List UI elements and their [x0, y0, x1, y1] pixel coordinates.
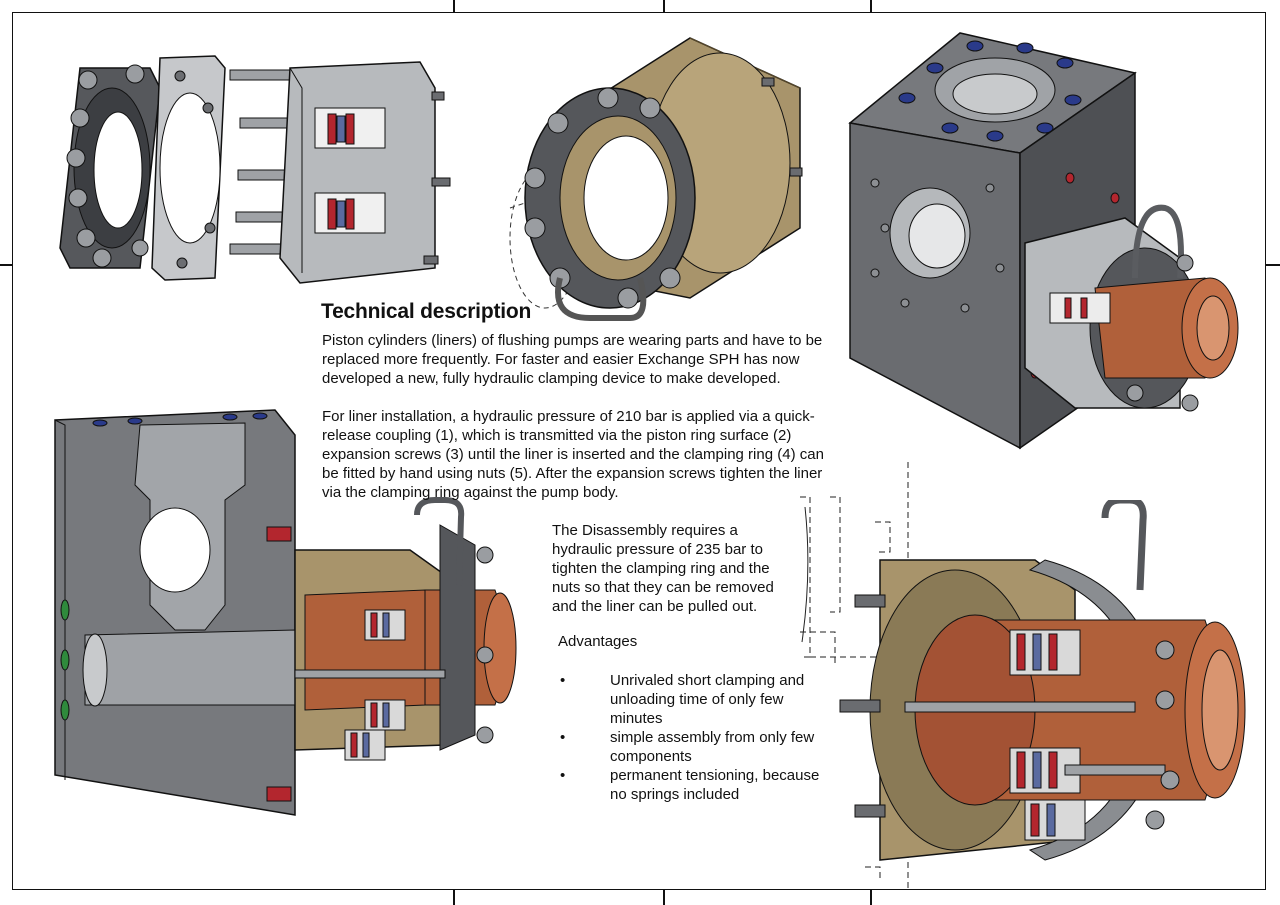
advantage-text: permanent tensioning, because no springs… — [610, 767, 820, 803]
pump-body-top-right-illustration — [848, 32, 1239, 450]
assembled-view-illustration — [509, 37, 803, 321]
frame-tick-bottom-3 — [870, 890, 872, 905]
disassembly-paragraph: The Disassembly requires a hydraulic pre… — [552, 522, 774, 615]
advantage-item: • permanent tensioning, because no sprin… — [560, 766, 840, 804]
frame-tick-bottom-1 — [453, 890, 455, 905]
advantages-list: • Unrivaled short clamping and unloading… — [560, 671, 840, 804]
frame-tick-top-1 — [453, 0, 455, 12]
frame-tick-top-3 — [870, 0, 872, 12]
installation-paragraph: For liner installation, a hydraulic pres… — [322, 408, 824, 501]
exploded-view-illustration — [59, 55, 451, 284]
advantage-item: • Unrivaled short clamping and unloading… — [560, 671, 840, 728]
frame-tick-left — [0, 264, 12, 266]
sectional-view-illustration — [54, 409, 517, 816]
frame-tick-bottom-2 — [663, 890, 665, 905]
advantages-heading: Advantages — [558, 633, 638, 650]
frame-tick-right — [1266, 264, 1280, 266]
page-title: Technical description — [321, 300, 532, 323]
advantage-text: Unrivaled short clamping and unloading t… — [610, 672, 805, 727]
bullet-icon: • — [560, 729, 566, 746]
intro-paragraph: Piston cylinders (liners) of flushing pu… — [322, 332, 823, 387]
device-detail-illustration — [839, 500, 1246, 861]
frame-tick-top-2 — [663, 0, 665, 12]
bullet-icon: • — [560, 767, 566, 784]
advantage-item: • simple assembly from only few componen… — [560, 728, 840, 766]
bullet-icon: • — [560, 672, 566, 689]
advantage-text: simple assembly from only few components — [610, 729, 815, 765]
drawing-frame — [12, 12, 1266, 890]
